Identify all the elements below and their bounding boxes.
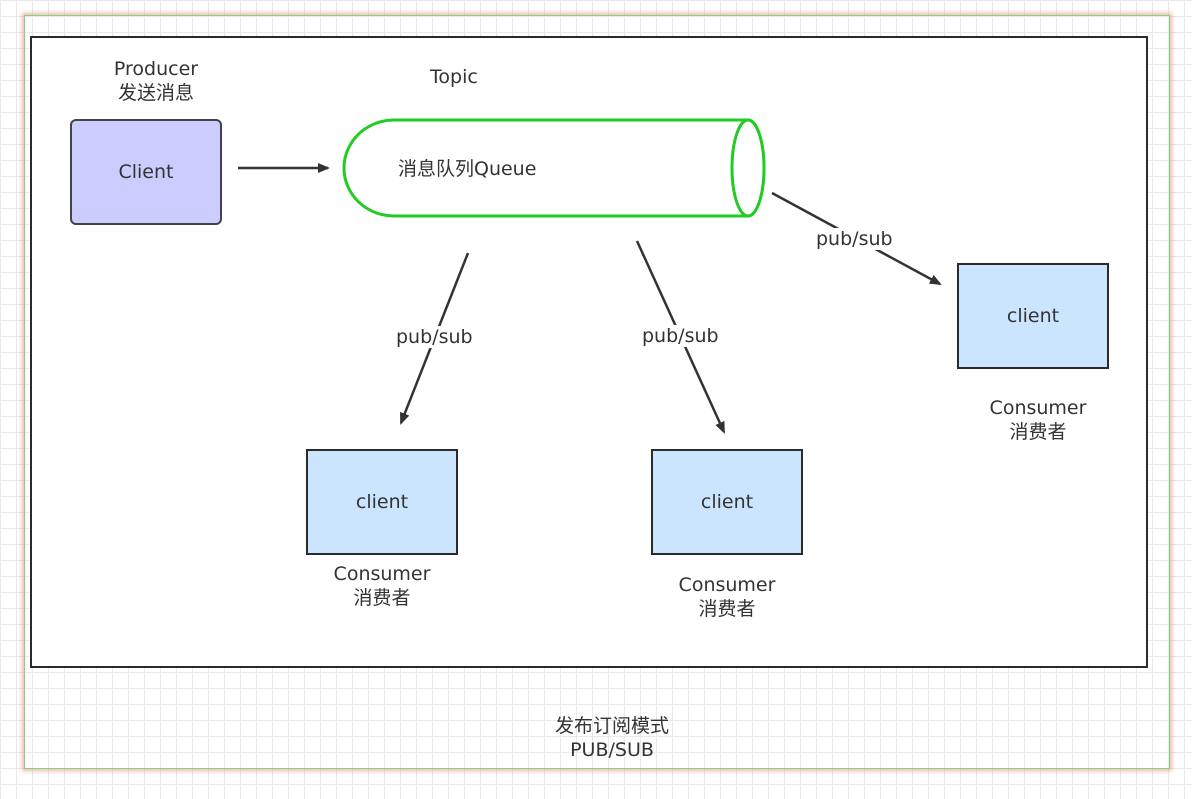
caption-line-1: 发布订阅模式 xyxy=(554,715,669,737)
diagram-caption: 发布订阅模式 PUB/SUB xyxy=(532,714,692,762)
consumer-subtitle: 消费者 xyxy=(1009,421,1067,443)
consumer-client-label: client xyxy=(1006,305,1060,327)
consumer-title: Consumer xyxy=(678,574,776,596)
producer-subtitle: 发送消息 xyxy=(117,82,194,104)
consumer-title: Consumer xyxy=(989,397,1087,419)
consumer-title: Consumer xyxy=(333,563,431,585)
producer-caption: Producer 发送消息 xyxy=(106,57,206,105)
caption-line-2: PUB/SUB xyxy=(570,739,654,761)
consumer-caption-1: Consumer 消费者 xyxy=(322,562,442,610)
queue-end-cap xyxy=(730,118,766,218)
edge-label-consumer-2: pub/sub xyxy=(640,325,721,347)
producer-client-node[interactable]: Client xyxy=(70,119,222,225)
consumer-subtitle: 消费者 xyxy=(353,587,411,609)
queue-label: 消息队列Queue xyxy=(398,158,537,180)
producer-client-label: Client xyxy=(118,161,174,183)
consumer-caption-3: Consumer 消费者 xyxy=(978,396,1098,444)
consumer-client-node-2[interactable]: client xyxy=(651,449,803,555)
edge-label-consumer-1: pub/sub xyxy=(394,326,475,348)
consumer-client-node-1[interactable]: client xyxy=(306,449,458,555)
canvas-frame xyxy=(24,15,1170,769)
producer-title: Producer xyxy=(113,58,199,80)
consumer-client-node-3[interactable]: client xyxy=(957,263,1109,369)
edge-label-consumer-3: pub/sub xyxy=(814,228,895,250)
consumer-client-label: client xyxy=(355,491,409,513)
topic-title: Topic xyxy=(430,66,478,88)
consumer-subtitle: 消费者 xyxy=(698,598,756,620)
consumer-client-label: client xyxy=(700,491,754,513)
consumer-caption-2: Consumer 消费者 xyxy=(667,573,787,621)
topic-queue[interactable] xyxy=(342,118,766,218)
